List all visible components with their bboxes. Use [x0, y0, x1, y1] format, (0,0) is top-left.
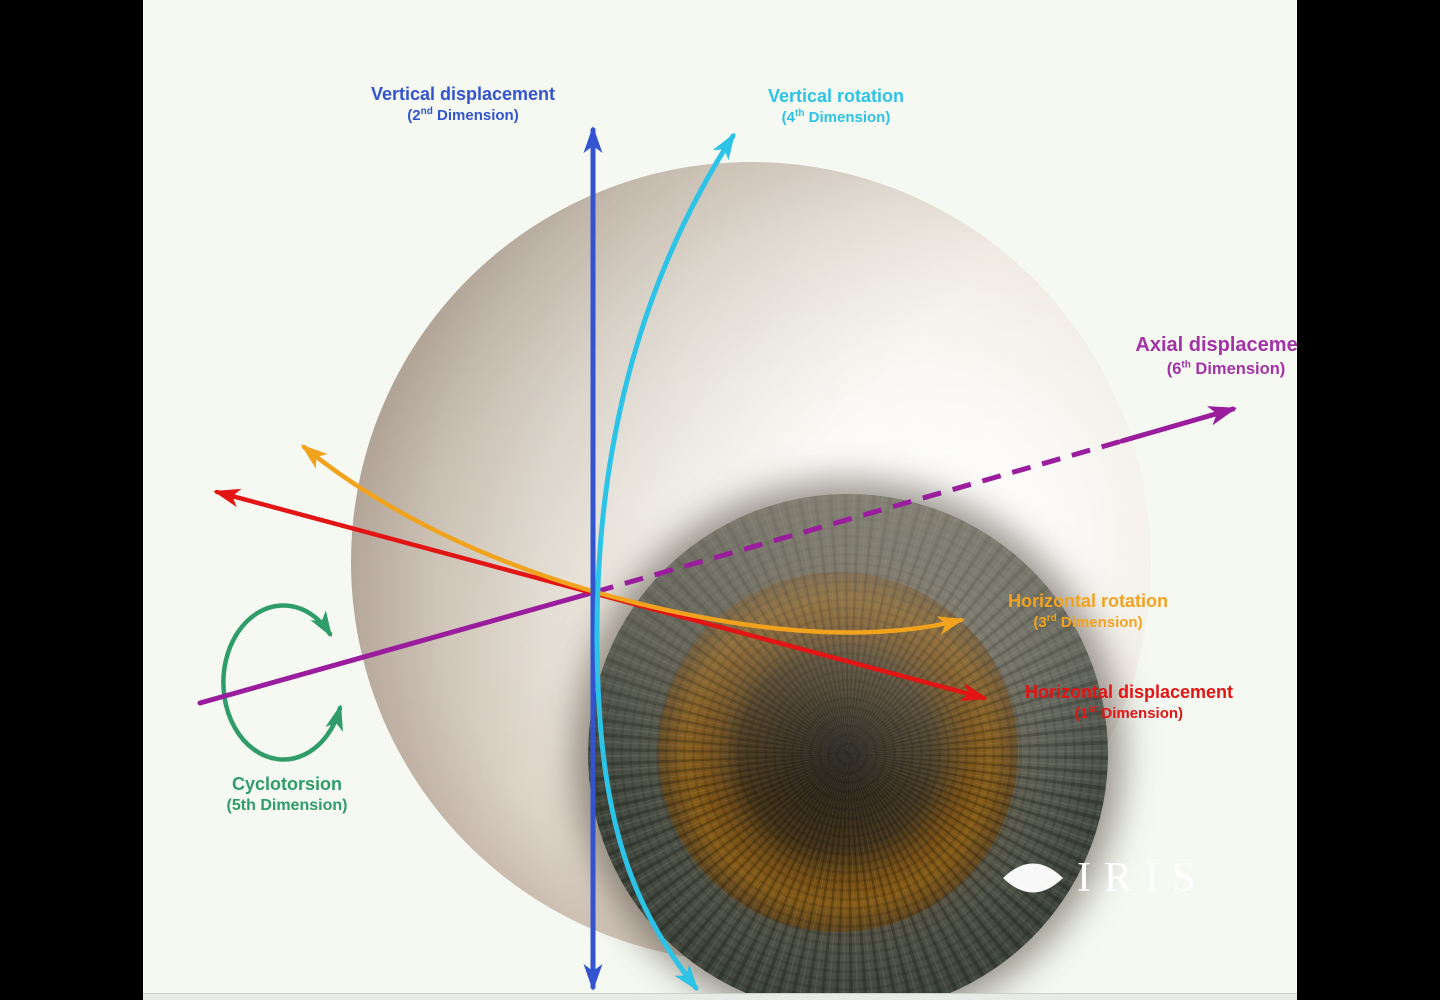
- label-axial-displacement: Axial displacement (6th Dimension): [1135, 334, 1297, 379]
- label-cyclotorsion-title: Cyclotorsion: [231, 774, 343, 794]
- label-horizontal-rotation-title: Horizontal rotation: [1008, 591, 1168, 611]
- label-vertical-rotation: Vertical rotation (4th Dimension): [768, 86, 904, 127]
- iris-logo-eye-icon: [1003, 863, 1063, 893]
- label-vertical-rotation-title: Vertical rotation: [767, 86, 905, 106]
- label-horizontal-rotation: Horizontal rotation (3rd Dimension): [1008, 591, 1168, 632]
- iris-watermark-text: IRIS: [1077, 855, 1209, 901]
- label-axial-displacement-dimension: (6th Dimension): [1166, 359, 1286, 378]
- label-horizontal-displacement-dimension: (1st Dimension): [1074, 704, 1184, 723]
- iris-watermark: IRIS: [1001, 856, 1208, 900]
- vertical-rotation-arrow: [594, 132, 736, 992]
- axial-displacement-arrow-head: [1119, 406, 1238, 444]
- label-horizontal-displacement-title: Horizontal displacement: [1024, 682, 1234, 702]
- label-horizontal-rotation-dimension: (3rd Dimension): [1033, 613, 1143, 632]
- label-axial-displacement-title: Axial displacement: [1135, 334, 1297, 356]
- label-vertical-rotation-dimension: (4th Dimension): [781, 108, 891, 127]
- diagram-canvas: IRIS: [143, 0, 1297, 1000]
- label-horizontal-displacement: Horizontal displacement (1st Dimension): [1025, 682, 1233, 723]
- label-vertical-displacement: Vertical displacement (2nd Dimension): [371, 84, 555, 125]
- label-cyclotorsion: Cyclotorsion (5th Dimension): [227, 774, 348, 816]
- dimension-arrows-layer: [197, 125, 1238, 992]
- label-vertical-displacement-dimension: (2nd Dimension): [407, 106, 519, 125]
- label-cyclotorsion-dimension: (5th Dimension): [226, 797, 348, 815]
- bottom-edge-strip: [143, 993, 1297, 1000]
- axial-displacement-arrow-solid-left: [197, 589, 598, 706]
- label-vertical-displacement-title: Vertical displacement: [370, 84, 556, 104]
- axial-displacement-arrow-dashed: [594, 438, 1123, 595]
